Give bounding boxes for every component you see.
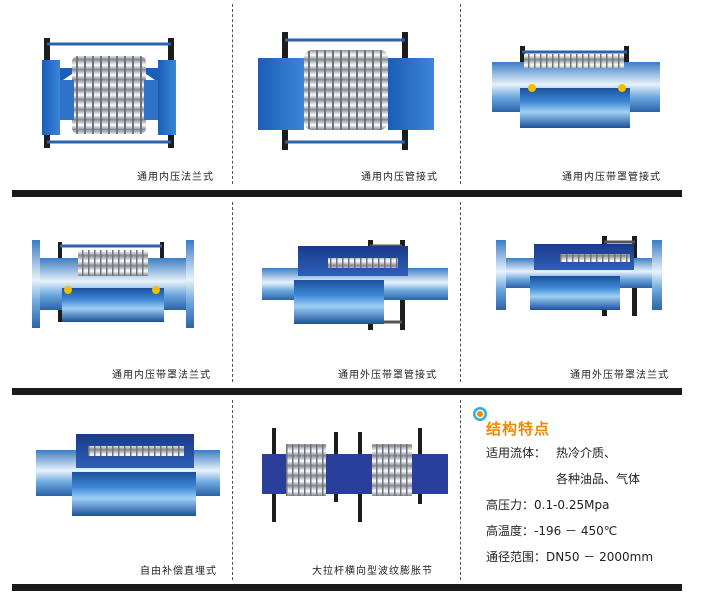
fluid-label: 适用流体：	[486, 446, 547, 460]
separator-rule-1	[12, 190, 682, 197]
fluid-value-1: 热冷介质、	[556, 446, 617, 460]
joint-illustration-inner-flanged	[20, 20, 230, 170]
caption-7: 自由补偿直埋式	[140, 566, 217, 577]
caption-8: 大拉杆横向型波纹膨胀节	[312, 566, 433, 577]
joint-illustration-inner-pipe	[252, 20, 452, 170]
joint-illustration-direct-burial	[34, 430, 224, 520]
joint-illustration-lateral-tie-rod	[262, 426, 452, 526]
pressure-spec: 高压力：0.1-0.25Mpa	[486, 498, 610, 512]
caption-6: 通用外压带罩法兰式	[570, 370, 669, 381]
divider-row3-a	[232, 400, 233, 580]
divider-row1-b	[460, 4, 461, 184]
divider-row3-b	[460, 400, 461, 580]
divider-row1-a	[232, 4, 233, 184]
caption-4: 通用内压带罩法兰式	[112, 370, 211, 381]
joint-illustration-outer-cover-flanged	[494, 236, 684, 336]
caption-3: 通用内压带罩管接式	[562, 172, 661, 183]
temperature-spec: 高温度：-196 － 450℃	[486, 524, 618, 538]
caption-1: 通用内压法兰式	[137, 172, 214, 183]
caption-2: 通用内压管接式	[361, 172, 438, 183]
separator-rule-2	[12, 388, 682, 395]
joint-illustration-outer-cover-pipe	[258, 236, 458, 336]
separator-rule-3	[12, 584, 682, 591]
diameter-spec: 通径范围：DN50 － 2000mm	[486, 550, 654, 564]
features-icon	[472, 406, 488, 422]
fluid-value-2: 各种油品、气体	[556, 472, 641, 486]
divider-row2-a	[232, 202, 233, 382]
joint-illustration-inner-cover-flanged	[28, 236, 228, 336]
features-title: 结构特点	[486, 420, 551, 438]
divider-row2-b	[460, 202, 461, 382]
caption-5: 通用外压带罩管接式	[338, 370, 437, 381]
joint-illustration-inner-cover-pipe	[486, 30, 686, 160]
